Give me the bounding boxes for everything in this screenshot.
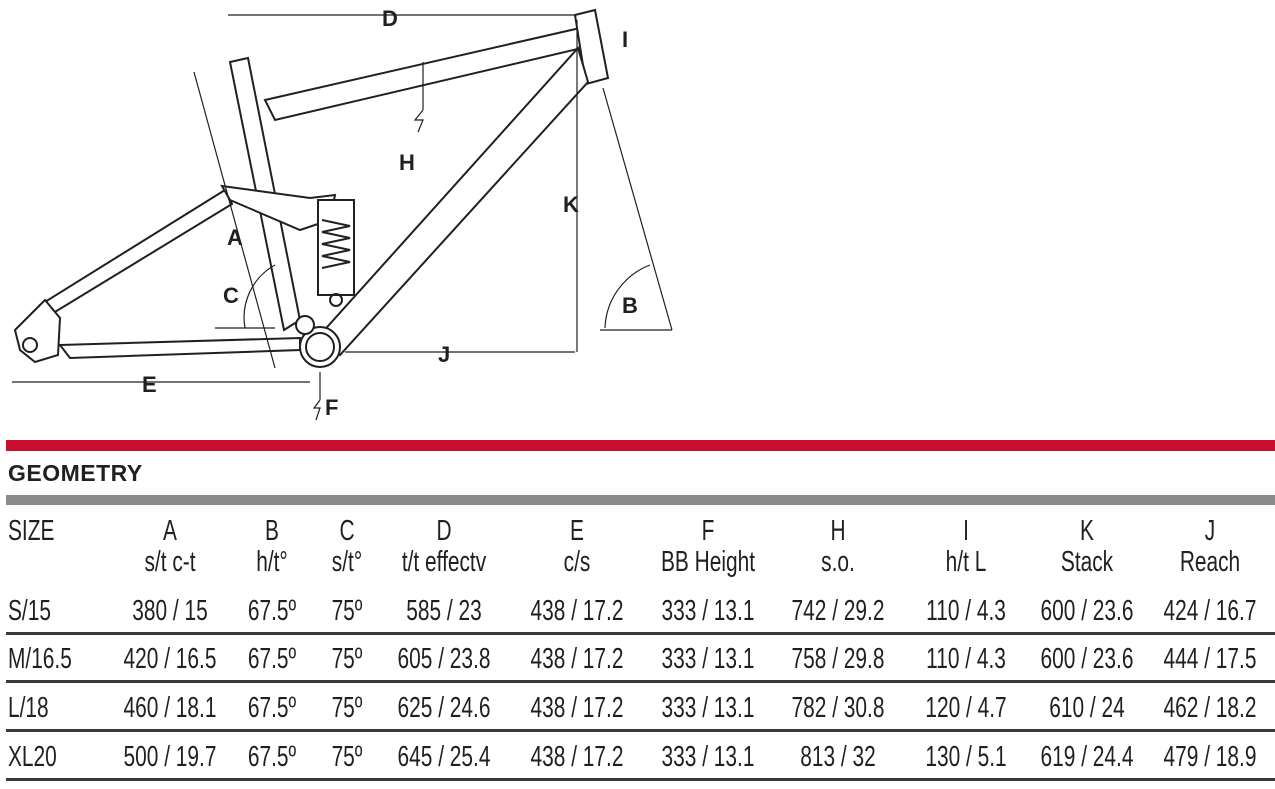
- column-header-name: s/t°: [331, 546, 363, 578]
- size-cell: S/15: [8, 595, 51, 627]
- red-divider-bar: [6, 440, 1275, 451]
- column-header-name: s.o.: [821, 546, 855, 578]
- label-H: H: [399, 150, 415, 175]
- value-cell: 110 / 4.3: [926, 595, 1006, 627]
- column-header-letter: F: [701, 515, 715, 547]
- value-cell: 67.5º: [247, 643, 297, 675]
- column-header-name: BB Height: [660, 546, 756, 578]
- value-cell: 600 / 23.6: [1040, 643, 1134, 675]
- column-header-name: h/t°: [256, 546, 288, 578]
- value-cell: 610 / 24: [1049, 692, 1125, 724]
- value-cell: 333 / 13.1: [661, 643, 755, 675]
- value-cell: 438 / 17.2: [530, 741, 624, 773]
- column-header-letter: J: [1204, 515, 1216, 547]
- frame-geometry-diagram: D I H K A C B J E F: [12, 6, 673, 421]
- value-cell: 782 / 30.8: [791, 692, 885, 724]
- label-D: D: [382, 6, 398, 31]
- size-cell: M/16.5: [8, 643, 72, 675]
- value-cell: 75º: [331, 643, 363, 675]
- value-cell: 600 / 23.6: [1040, 595, 1134, 627]
- value-cell: 438 / 17.2: [530, 643, 624, 675]
- column-header-name: t/t effectv: [401, 546, 487, 578]
- column-header-name: Stack: [1060, 546, 1114, 578]
- value-cell: 438 / 17.2: [530, 595, 624, 627]
- label-F: F: [325, 395, 338, 420]
- label-I: I: [622, 27, 628, 52]
- label-C: C: [223, 283, 239, 308]
- value-cell: 333 / 13.1: [661, 741, 755, 773]
- column-header-letter: I: [963, 515, 969, 547]
- value-cell: 438 / 17.2: [530, 692, 624, 724]
- column-header-name: Reach: [1179, 546, 1241, 578]
- column-header-name: s/t c-t: [144, 546, 196, 578]
- value-cell: 120 / 4.7: [925, 692, 1007, 724]
- row-divider: [6, 778, 1275, 781]
- value-cell: 619 / 24.4: [1040, 741, 1134, 773]
- gray-divider-bar: [6, 495, 1275, 505]
- value-cell: 75º: [331, 741, 363, 773]
- value-cell: 605 / 23.8: [397, 643, 491, 675]
- value-cell: 75º: [331, 595, 363, 627]
- column-header-letter: D: [436, 515, 452, 547]
- value-cell: 462 / 18.2: [1163, 692, 1257, 724]
- column-header-letter: C: [339, 515, 355, 547]
- section-title: GEOMETRY: [8, 460, 143, 486]
- dimension-lines: [12, 14, 673, 421]
- label-E: E: [142, 372, 157, 397]
- value-cell: 645 / 25.4: [397, 741, 491, 773]
- value-cell: 333 / 13.1: [661, 595, 755, 627]
- column-header-letter: B: [265, 515, 279, 547]
- column-header-letter: A: [163, 515, 177, 547]
- label-B: B: [622, 293, 638, 318]
- value-cell: 500 / 19.7: [123, 741, 217, 773]
- label-A: A: [227, 225, 243, 250]
- column-header-name: h/t L: [945, 546, 987, 578]
- value-cell: 813 / 32: [800, 741, 876, 773]
- row-divider: [6, 680, 1275, 683]
- value-cell: 380 / 15: [132, 595, 208, 627]
- value-cell: 67.5º: [247, 692, 297, 724]
- value-cell: 444 / 17.5: [1163, 643, 1257, 675]
- column-header-letter: K: [1080, 515, 1094, 547]
- value-cell: 742 / 29.2: [791, 595, 885, 627]
- value-cell: 758 / 29.8: [791, 643, 885, 675]
- value-cell: 333 / 13.1: [661, 692, 755, 724]
- value-cell: 130 / 5.1: [925, 741, 1007, 773]
- bike-frame: [13, 8, 610, 368]
- value-cell: 585 / 23: [406, 595, 482, 627]
- value-cell: 625 / 24.6: [397, 692, 491, 724]
- label-K: K: [563, 192, 579, 217]
- size-cell: L/18: [8, 692, 49, 724]
- label-J: J: [438, 342, 450, 367]
- value-cell: 424 / 16.7: [1163, 595, 1257, 627]
- value-cell: 420 / 16.5: [123, 643, 217, 675]
- size-cell: XL20: [8, 741, 57, 773]
- value-cell: 67.5º: [247, 595, 297, 627]
- row-divider: [6, 632, 1275, 635]
- value-cell: 67.5º: [247, 741, 297, 773]
- value-cell: 75º: [331, 692, 363, 724]
- column-header-letter: E: [570, 515, 584, 547]
- value-cell: 479 / 18.9: [1163, 741, 1257, 773]
- column-header-name: c/s: [563, 546, 591, 578]
- value-cell: 110 / 4.3: [926, 643, 1006, 675]
- column-header-letter: SIZE: [8, 515, 55, 547]
- row-divider: [6, 729, 1275, 732]
- value-cell: 460 / 18.1: [123, 692, 217, 724]
- column-header-letter: H: [830, 515, 846, 547]
